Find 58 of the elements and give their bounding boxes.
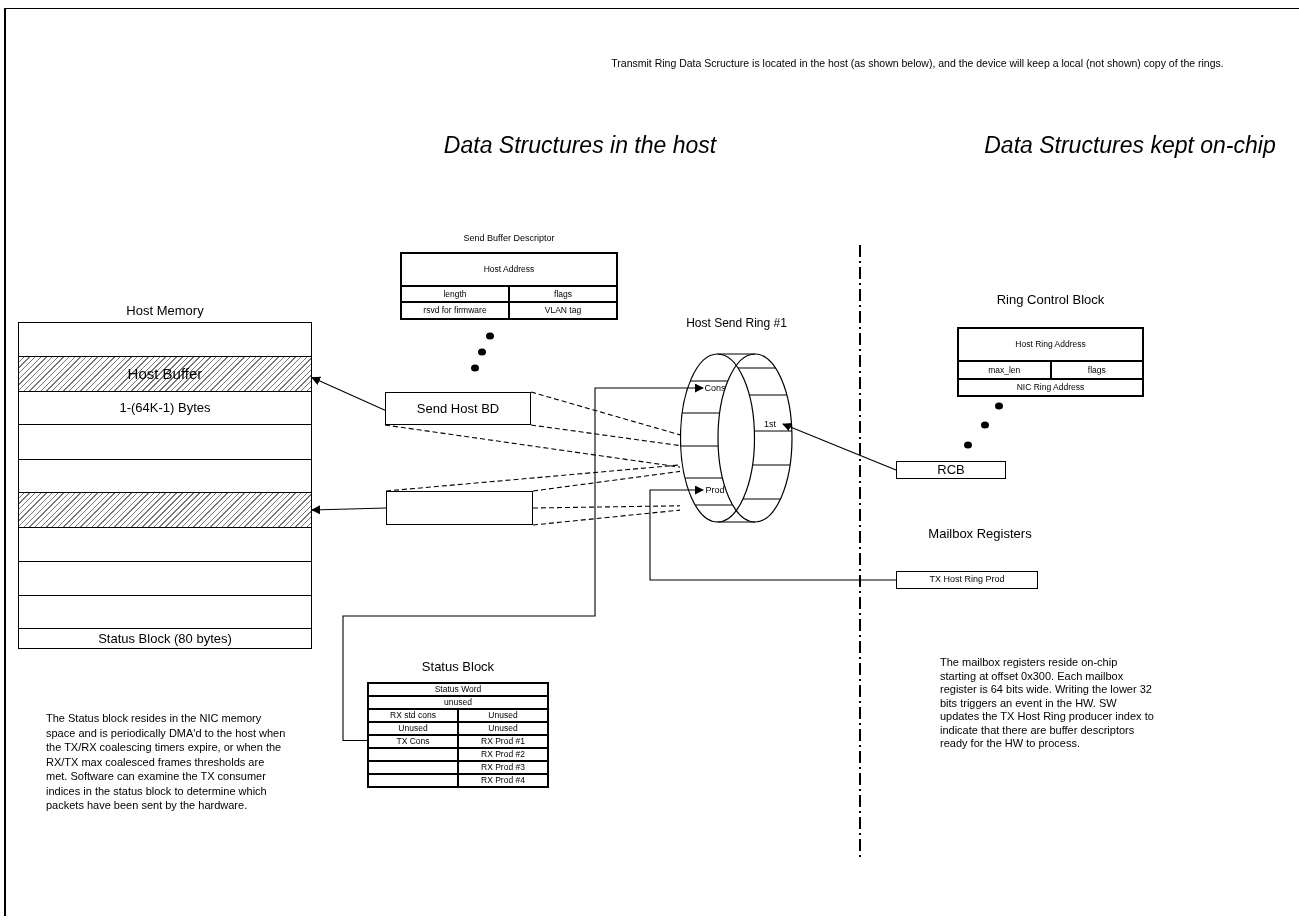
empty-descriptor-box [386,491,533,525]
field-cell: flags [509,286,617,302]
hatched-memory-row: Host Buffer [18,356,312,392]
section-heading: Data Structures in the host [443,132,717,158]
field-cell: flags [1050,361,1143,379]
dashed-connector [532,505,681,509]
ring-heading: Host Send Ring #1 [686,316,787,330]
register-box: TX Host Ring Prod [896,571,1038,589]
field-cell: RX Prod #2 [458,748,548,761]
dashed-connector [532,509,681,526]
field-cell: RX Prod #4 [458,774,548,787]
memory-row [18,459,312,493]
field-cell: Unused [458,722,548,735]
field-cell: Host Address [401,253,617,286]
section-label: Mailbox Registers [928,526,1032,541]
arrow [782,422,897,471]
arrow [342,383,704,742]
field-cell: Unused [368,722,458,735]
arrow [311,376,386,411]
table-heading: Host Memory [126,303,204,318]
table-heading: Status Block [421,659,495,674]
memory-row: 1-(64K-1) Bytes [18,391,312,425]
slot-label: Prod [703,482,727,498]
arrow [311,505,387,515]
dashed-connector [532,470,681,492]
dashed-connector [530,391,681,436]
field-cell: rsvd for firmware [401,302,509,319]
field-cell: Unused [458,709,548,722]
field-cell: Host Ring Address [958,328,1143,361]
dashed-connector [530,424,681,447]
field-cell: VLAN tag [509,302,617,319]
descriptor-box: Send Host BD [385,392,531,425]
note-text: Transmit Ring Data Scructure is located in the host (as shown below), and the device will keep a local (not shown) copy of the rings. [611,57,1224,69]
arrow [649,485,897,581]
field-cell: length [401,286,509,302]
field-cell: RX std cons [368,709,458,722]
slot-label: Cons [703,380,727,396]
field-cell: TX Cons [368,735,458,748]
field-cell: unused [368,696,548,709]
slot-label: 1st [757,416,783,432]
table-heading: Send Buffer Descriptor [463,233,555,243]
note-paragraph: The Status block resides in the NIC memory space and is periodically DMA'd to the host when the TX/RX coalescing timers expire, or when the RX/TX max coalesced frames thresholds are met. Software can examine the TX consumer indices in the status block to determine which packets have been sent by the hardware. [46,711,286,813]
field-cell: Status Word [368,683,548,696]
memory-row [18,527,312,562]
table-heading: Ring Control Block [996,292,1105,307]
field-cell: max_len [958,361,1051,379]
memory-row [18,322,312,357]
section-heading: Data Structures kept on-chip [984,132,1276,158]
note-paragraph: The mailbox registers reside on-chip starting at offset 0x300. Each mailbox register is 64 bits wide. Writing the lower 32 bits triggers an event in the HW. SW updates the TX Host Ring producer index to indicate that there are buffer descriptors ready for the HW to process. [940,656,1155,751]
memory-row: Status Block (80 bytes) [18,628,312,649]
memory-row [18,595,312,629]
memory-row [18,424,312,460]
field-cell: RX Prod #1 [458,735,548,748]
memory-row [18,561,312,596]
field-cell: RX Prod #3 [458,761,548,774]
hatched-memory-row [18,492,312,528]
field-cell: NIC Ring Address [958,379,1143,396]
rcb-box: RCB [896,461,1006,479]
